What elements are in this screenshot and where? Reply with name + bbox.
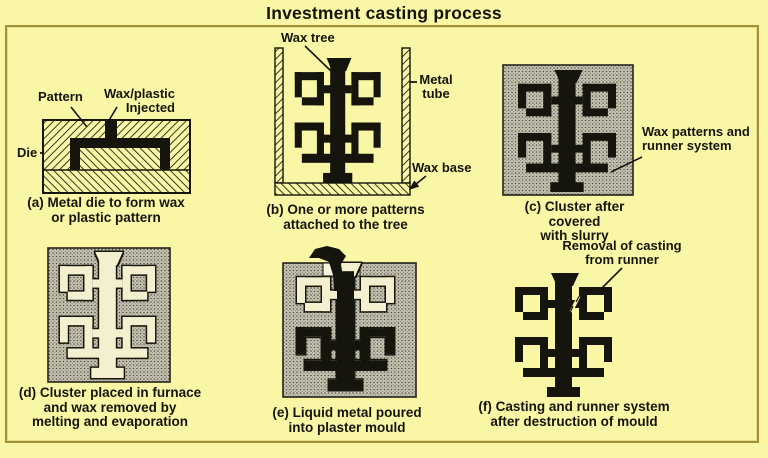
label-die: Die [17,145,38,160]
label-tube: tube [422,85,450,101]
metal-stream [309,246,346,291]
label-metal: Metal [419,72,453,87]
diagram-e-pouring-metal [282,246,417,398]
label-removal-of-casting: Removal of casting from runner [562,238,682,267]
diagram-b-wax-tree-in-tube [274,45,427,196]
label-wax-patterns-runner: Wax patterns and runner system [642,124,750,153]
label-metal-tube: Metal tube [410,73,462,100]
diagram-d-hollow-mould [47,247,171,383]
label-pattern: Pattern [38,89,83,104]
caption-c: (c) Cluster after covered with slurry [524,199,625,243]
caption-f: (f) Casting and runner system after dest… [478,399,670,429]
diagram-f-casting-runner [505,267,623,401]
page-title: Investment casting process [266,3,502,23]
label-wax-base: Wax base [412,160,472,175]
label-wax-plastic: Wax/plastic [103,86,175,101]
label-wax-plastic-injected: Wax/plastic Injected [90,87,175,114]
label-wax-tree: Wax tree [281,30,335,45]
caption-e: (e) Liquid metal poured into plaster mou… [272,405,422,435]
diagram-c-cluster-in-slurry [502,64,643,196]
caption-b: (b) One or more patterns attached to the… [266,202,425,232]
figure-border [5,25,759,443]
label-injected: Injected [125,99,175,115]
caption-d: (d) Cluster placed in furnace and wax re… [18,385,202,429]
diagram-a-metal-die [40,106,191,194]
caption-a: (a) Metal die to form wax or plastic pat… [27,195,185,225]
